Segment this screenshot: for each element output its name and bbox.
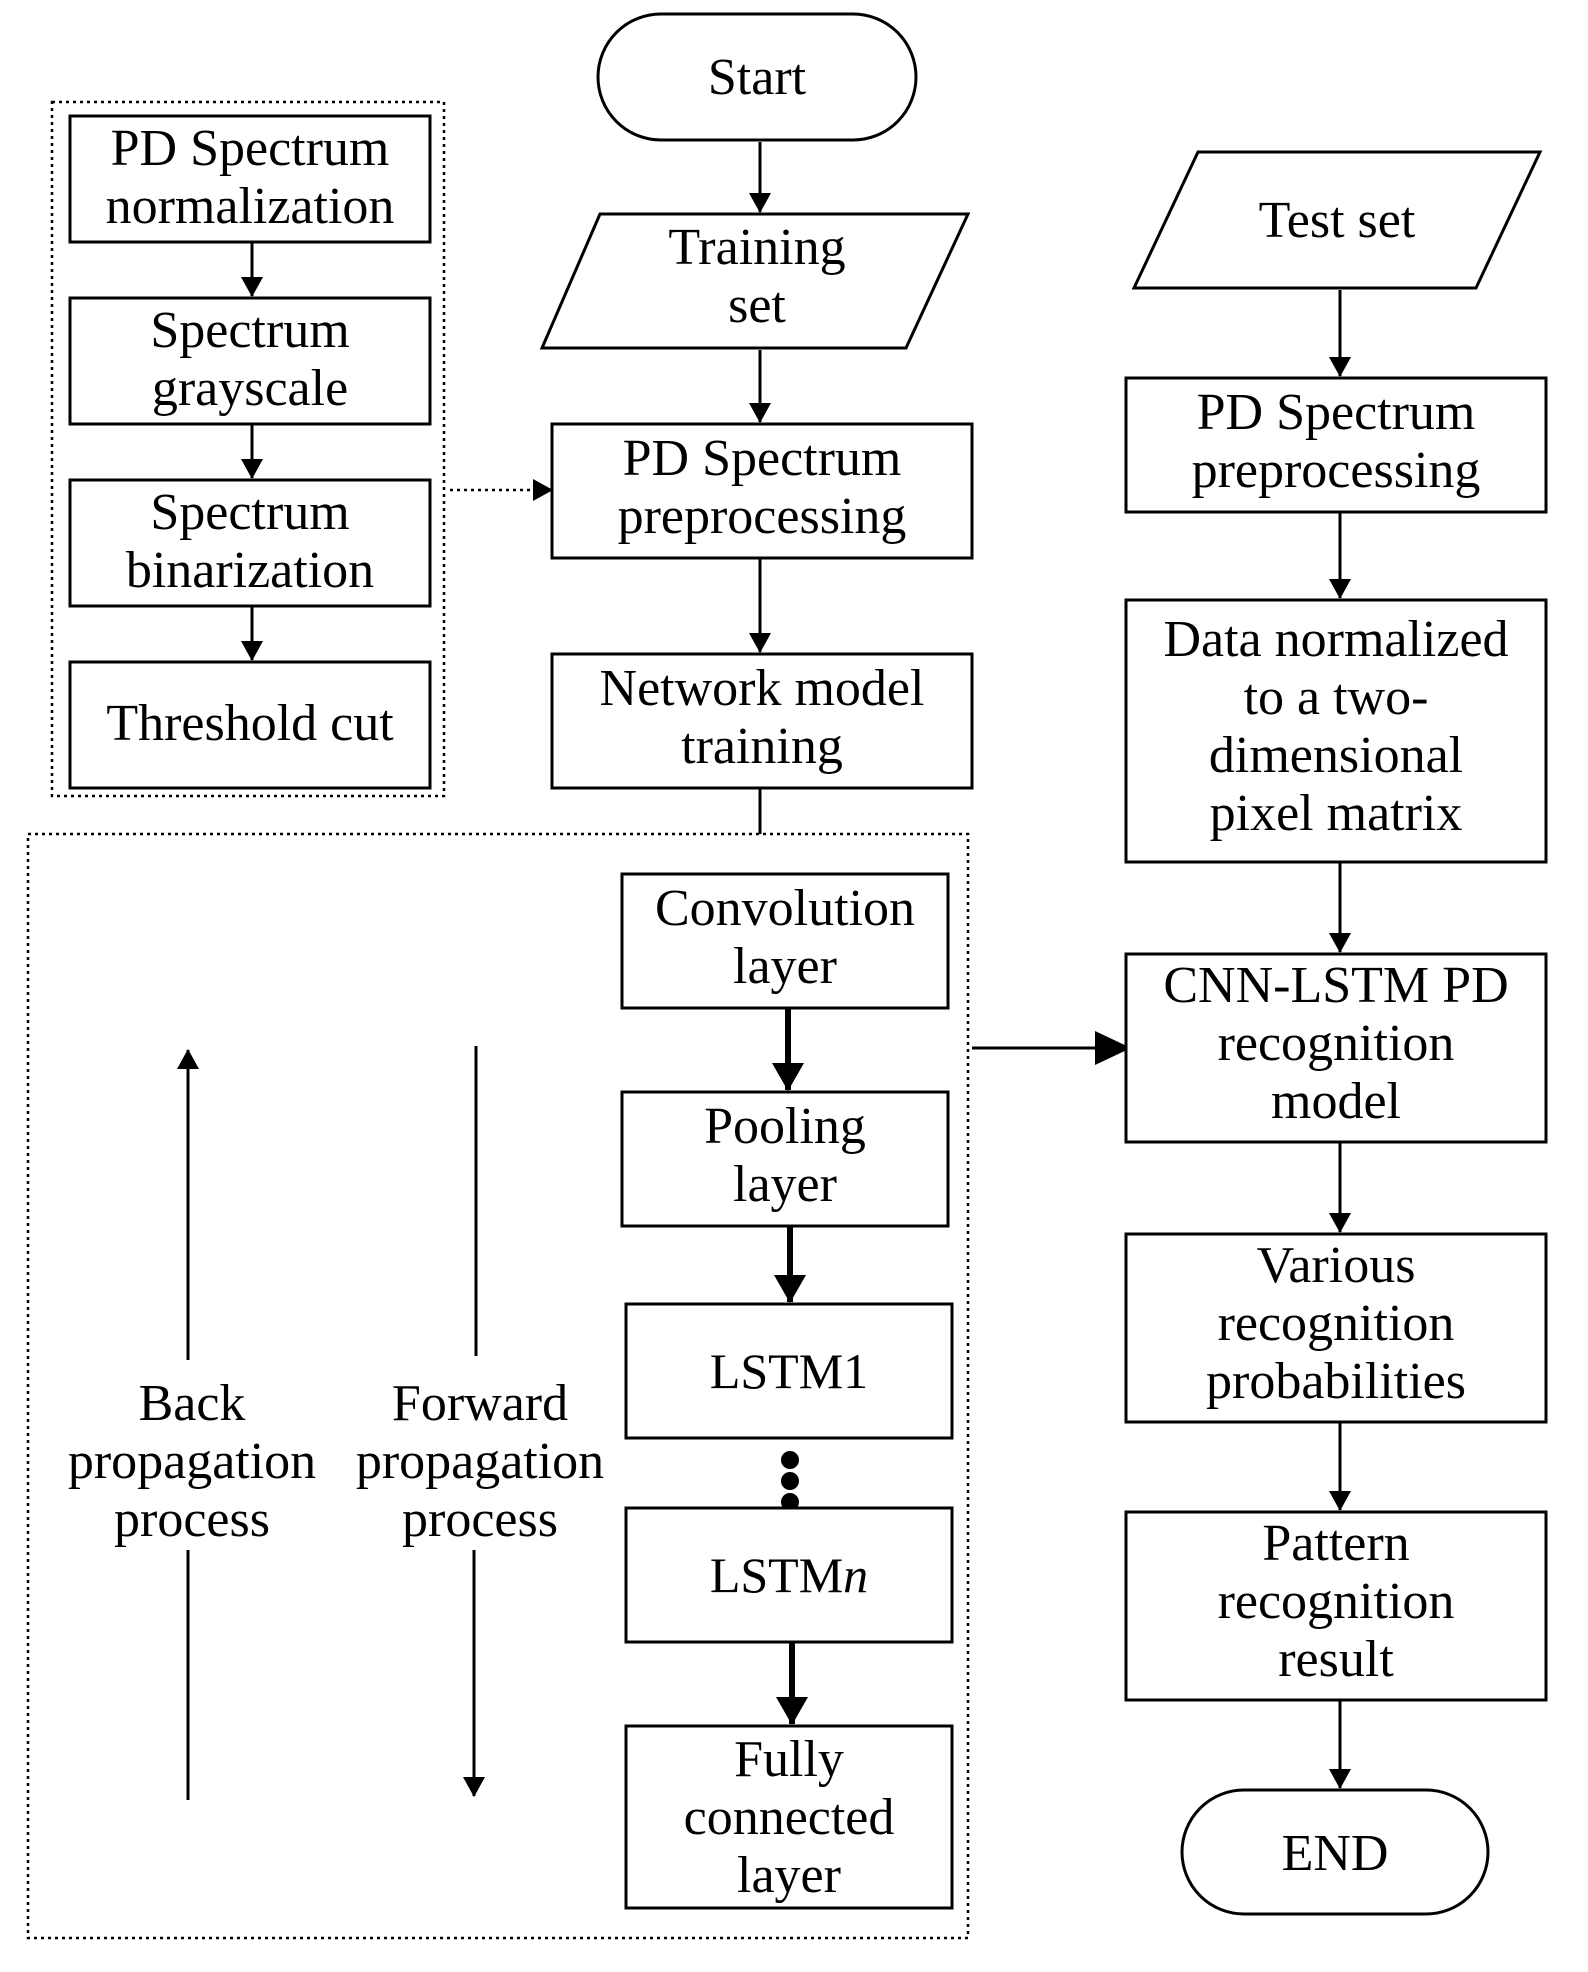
data-normalized-node: Data normalized to a two- dimensional pi… <box>1124 598 1548 864</box>
convolution-line-1: Convolution <box>655 880 915 937</box>
cnn-lstm-line-3: model <box>1271 1073 1401 1130</box>
end-terminal: END <box>1180 1788 1490 1916</box>
test-set-node: Test set <box>1131 150 1543 290</box>
pooling-line-2: layer <box>733 1156 837 1213</box>
probabilities-line-1: Various <box>1257 1237 1416 1294</box>
fully-connected-node: Fully connected layer <box>624 1724 954 1910</box>
test-set-label: Test set <box>1259 192 1416 249</box>
data-normalized-line-3: dimensional <box>1209 727 1463 784</box>
fully-connected-line-3: layer <box>737 1847 841 1904</box>
data-normalized-line-1: Data normalized <box>1163 611 1508 668</box>
lstm1-label: LSTM1 <box>710 1343 868 1399</box>
grayscale-line-2: grayscale <box>152 360 348 417</box>
grayscale-node: Spectrum grayscale <box>68 296 432 426</box>
threshold-label: Threshold cut <box>106 695 394 752</box>
binarization-line-2: binarization <box>126 542 374 599</box>
binarization-line-1: Spectrum <box>150 484 349 541</box>
pooling-layer-node: Pooling layer <box>620 1090 950 1228</box>
training-set-node: Training set <box>539 212 971 350</box>
start-label: Start <box>708 49 807 106</box>
forward-propagation-line-3: process <box>402 1491 558 1548</box>
network-training-node: Network model training <box>550 652 974 790</box>
back-propagation-line-1: Back <box>139 1375 246 1432</box>
ellipsis-dot-1 <box>781 1451 799 1469</box>
training-set-line-1: Training <box>668 219 845 276</box>
data-normalized-line-4: pixel matrix <box>1210 785 1463 842</box>
pattern-result-line-2: recognition <box>1218 1573 1455 1630</box>
forward-propagation-line-2: propagation <box>356 1433 604 1490</box>
lstmn-prefix: LSTM <box>710 1547 843 1603</box>
lstmn-node: LSTMn <box>624 1506 954 1644</box>
preprocessing-steps-group <box>50 100 446 798</box>
lstmn-suffix: n <box>843 1547 868 1603</box>
threshold-node: Threshold cut <box>68 660 432 790</box>
fully-connected-line-1: Fully <box>734 1731 844 1788</box>
pattern-result-node: Pattern recognition result <box>1124 1510 1548 1702</box>
ellipsis-dot-2 <box>781 1472 799 1490</box>
cnn-lstm-line-1: CNN-LSTM PD <box>1163 957 1508 1014</box>
convolution-layer-node: Convolution layer <box>620 872 950 1010</box>
start-terminal: Start <box>596 12 918 142</box>
training-set-line-2: set <box>728 277 786 334</box>
normalization-line-2: normalization <box>106 178 395 235</box>
train-preprocessing-line-1: PD Spectrum <box>623 430 902 487</box>
end-label: END <box>1282 1825 1389 1882</box>
back-propagation-label: Back propagation process <box>68 1375 316 1548</box>
train-preprocessing-node: PD Spectrum preprocessing <box>550 422 974 560</box>
grayscale-line-1: Spectrum <box>150 302 349 359</box>
cnn-lstm-line-2: recognition <box>1218 1015 1455 1072</box>
forward-propagation-line-1: Forward <box>392 1375 568 1432</box>
back-propagation-line-3: process <box>114 1491 270 1548</box>
normalization-line-1: PD Spectrum <box>111 120 390 177</box>
pattern-result-line-3: result <box>1278 1631 1394 1688</box>
cnn-lstm-model-node: CNN-LSTM PD recognition model <box>1124 952 1548 1144</box>
network-layers-group <box>26 832 970 1940</box>
pattern-result-line-1: Pattern <box>1262 1515 1409 1572</box>
lstmn-label: LSTMn <box>710 1547 868 1603</box>
forward-propagation-label: Forward propagation process <box>356 1375 604 1548</box>
normalization-node: PD Spectrum normalization <box>68 114 432 244</box>
test-preprocessing-line-1: PD Spectrum <box>1197 384 1476 441</box>
network-training-line-2: training <box>681 718 843 775</box>
probabilities-line-2: recognition <box>1218 1295 1455 1352</box>
data-normalized-line-2: to a two- <box>1244 669 1429 726</box>
lstm1-node: LSTM1 <box>624 1302 954 1440</box>
back-propagation-line-2: propagation <box>68 1433 316 1490</box>
train-preprocessing-line-2: preprocessing <box>618 488 907 545</box>
fully-connected-line-2: connected <box>684 1789 895 1846</box>
convolution-line-2: layer <box>733 938 837 995</box>
probabilities-node: Various recognition probabilities <box>1124 1232 1548 1424</box>
test-preprocessing-node: PD Spectrum preprocessing <box>1124 376 1548 514</box>
pooling-line-1: Pooling <box>704 1098 866 1155</box>
test-preprocessing-line-2: preprocessing <box>1192 442 1481 499</box>
binarization-node: Spectrum binarization <box>68 478 432 608</box>
network-training-line-1: Network model <box>600 660 925 717</box>
probabilities-line-3: probabilities <box>1206 1353 1466 1410</box>
